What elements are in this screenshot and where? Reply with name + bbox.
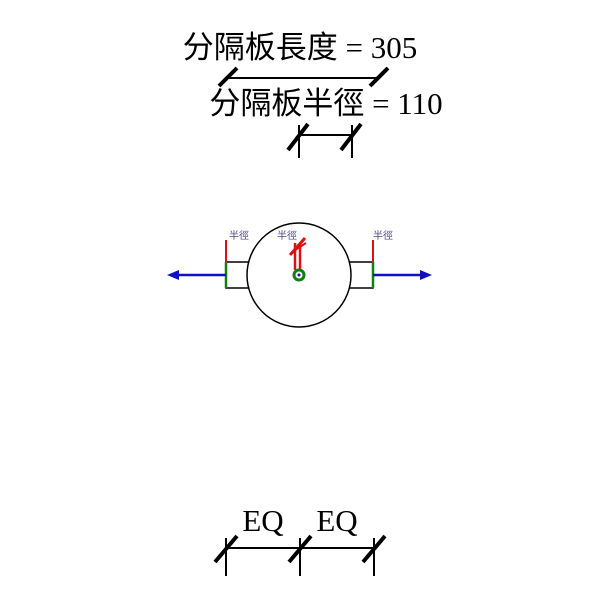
eq-left-label[interactable]: EQ — [242, 503, 283, 538]
left-radius-label: 半徑 — [229, 229, 249, 242]
length-dimension-label[interactable]: 分隔板長度 = 305 — [183, 30, 417, 65]
center-dot — [297, 273, 301, 277]
radius-dimension-label[interactable]: 分隔板半徑 = 110 — [209, 86, 442, 121]
left-arrow-icon[interactable] — [167, 270, 226, 280]
center-radius-label: 半徑 — [277, 229, 297, 242]
right-radius-label: 半徑 — [373, 229, 393, 242]
eq-dimension-line[interactable] — [213, 534, 387, 576]
radius-dimension-line[interactable] — [286, 122, 363, 158]
right-tab — [348, 261, 374, 289]
length-dimension-line[interactable] — [217, 66, 390, 88]
eq-right-label[interactable]: EQ — [316, 503, 357, 538]
center-red-handle[interactable] — [288, 237, 307, 270]
right-arrow-icon[interactable] — [373, 270, 432, 280]
